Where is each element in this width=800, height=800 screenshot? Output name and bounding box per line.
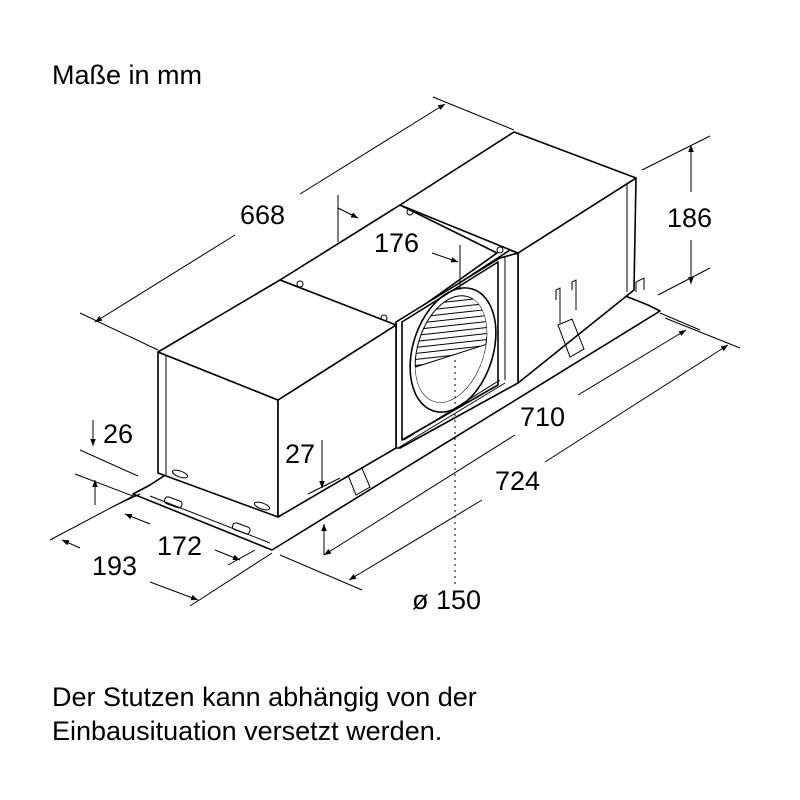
svg-text:724: 724	[495, 466, 540, 496]
dimension-26: 26	[74, 419, 139, 505]
installation-note-line-1: Der Stutzen kann abhängig von der	[52, 682, 477, 712]
mounting-bracket-right	[555, 279, 585, 358]
dimension-668: 668	[79, 96, 515, 351]
dimension-710: 710	[323, 312, 701, 556]
svg-text:186: 186	[667, 203, 712, 233]
dimension-176: 176	[337, 195, 461, 290]
dimension-186: 186	[641, 135, 712, 296]
svg-text:710: 710	[520, 402, 565, 432]
left-housing	[157, 279, 397, 535]
installation-note-line-2: Einbausituation versetzt werden.	[52, 716, 443, 746]
dimension-27: 27	[285, 439, 341, 555]
svg-text:668: 668	[240, 200, 285, 230]
svg-text:27: 27	[285, 439, 315, 469]
svg-text:172: 172	[157, 531, 202, 561]
middle-section	[279, 204, 519, 496]
dimension-172: 172	[109, 493, 256, 566]
svg-text:26: 26	[103, 419, 133, 449]
svg-text:176: 176	[374, 228, 419, 258]
dimension-193: 193	[49, 494, 273, 607]
svg-text:ø 150: ø 150	[412, 585, 481, 615]
right-housing	[399, 131, 645, 384]
units-title: Maße in mm	[52, 60, 203, 90]
dimension-diameter: ø 150	[412, 360, 481, 615]
dimension-724: 724	[279, 317, 741, 591]
svg-text:193: 193	[92, 551, 137, 581]
